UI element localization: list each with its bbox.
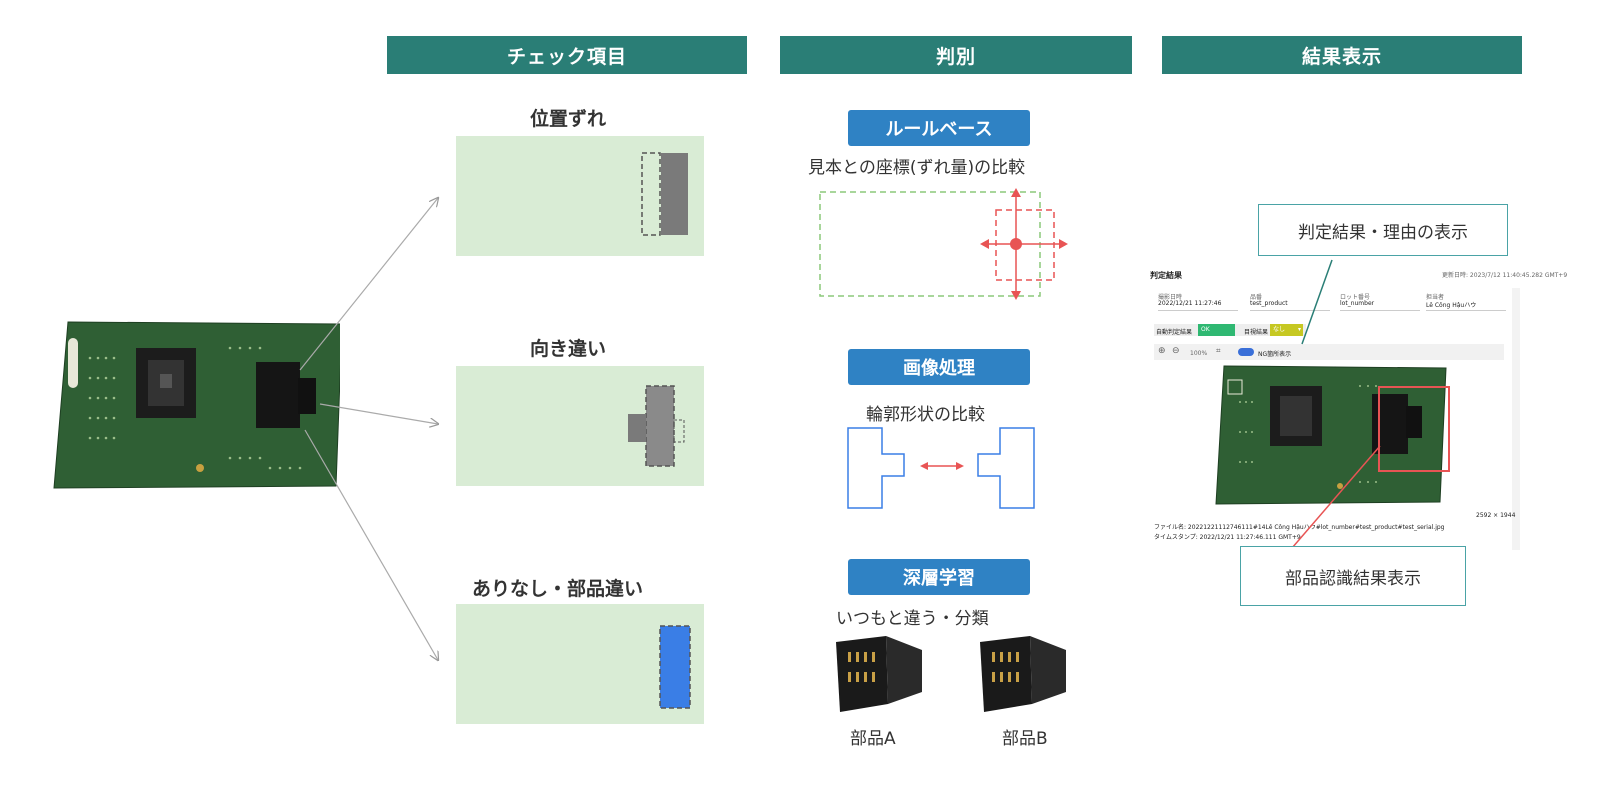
- fit-frame-icon[interactable]: ⌗: [1216, 346, 1221, 355]
- file-name: ファイル名: 20221221112746111#14Lê Công Hậuハウ…: [1154, 524, 1445, 531]
- part-a-image: [836, 636, 922, 712]
- part-b-image: [980, 636, 1066, 712]
- timestamp: タイムスタンプ: 2022/12/21 11:27:46.111 GMT+9: [1154, 534, 1301, 541]
- result-screen-mock: 判定結果 更新日時: 2023/7/12 11:40:45.282 GMT+9 …: [1150, 264, 1567, 550]
- result-updated-time: 更新日時: 2023/7/12 11:40:45.282 GMT+9: [1442, 272, 1568, 279]
- check-item-misalignment-title: 位置ずれ: [530, 108, 607, 130]
- image-processing-badge: 画像処理: [848, 349, 1030, 385]
- field-value-date: 2022/12/21 11:27:46: [1158, 300, 1222, 307]
- scrollbar[interactable]: [1512, 288, 1520, 550]
- arrows-to-check-items: [299, 190, 450, 670]
- header-result: 結果表示: [1162, 36, 1522, 74]
- check-item-presence-title: ありなし・部品違い: [472, 578, 644, 600]
- image-processing-diagram: [847, 427, 1035, 509]
- check-item-orientation-title: 向き違い: [530, 338, 607, 360]
- ng-toggle[interactable]: [1238, 348, 1254, 356]
- field-value-lot: lot_number: [1340, 300, 1375, 307]
- field-label-date: 撮影日時: [1158, 294, 1183, 301]
- field-underline-product: [1250, 310, 1330, 311]
- ng-toggle-label: NG箇所表示: [1258, 351, 1292, 358]
- part-b-label: 部品B: [1002, 729, 1048, 749]
- header-check-items: チェック項目: [387, 36, 747, 74]
- deep-learning-desc: いつもと違う・分類: [836, 609, 989, 629]
- inspection-image: [1215, 365, 1447, 505]
- recognition-callout: 部品認識結果表示: [1240, 546, 1466, 606]
- presence-panel: [456, 604, 704, 724]
- judgement-callout: 判定結果・理由の表示: [1258, 204, 1508, 256]
- pcb-board-image: [53, 321, 340, 489]
- field-label-operator: 担当者: [1426, 294, 1445, 301]
- rule-base-badge: ルールベース: [848, 110, 1030, 146]
- zoom-out-icon[interactable]: ⊖: [1172, 346, 1180, 356]
- visual-judgement-value: なし: [1273, 326, 1286, 333]
- chevron-down-icon: ▾: [1297, 326, 1301, 333]
- field-value-product: test_product: [1250, 300, 1288, 307]
- rule-base-desc: 見本との座標(ずれ量)の比較: [808, 158, 1026, 178]
- image-processing-desc: 輪郭形状の比較: [866, 405, 985, 425]
- visual-judgement-select[interactable]: なし ▾: [1270, 324, 1303, 336]
- deep-learning-badge: 深層学習: [848, 559, 1030, 595]
- orientation-panel: [456, 366, 704, 486]
- misalignment-panel: [456, 136, 704, 256]
- visual-judgement-label: 目視結果: [1244, 329, 1269, 336]
- field-label-lot: ロット番号: [1340, 294, 1371, 301]
- field-underline-operator: [1426, 310, 1506, 311]
- field-underline-lot: [1340, 310, 1420, 311]
- detected-part-box: [1378, 386, 1450, 472]
- image-dimensions: 2592 × 1944: [1476, 512, 1516, 519]
- zoom-level: 100%: [1190, 350, 1208, 357]
- auto-judgement-value: OK: [1198, 324, 1235, 336]
- callout-connectors: [1291, 259, 1381, 549]
- part-a-label: 部品A: [850, 729, 896, 749]
- auto-judgement-label: 自動判定結果: [1156, 329, 1193, 336]
- field-label-product: 品番: [1250, 294, 1263, 301]
- rule-base-diagram: [819, 188, 1068, 300]
- header-judgement: 判別: [780, 36, 1132, 74]
- zoom-in-icon[interactable]: ⊕: [1158, 346, 1166, 356]
- field-value-operator: Lê Công Hậuハウ: [1426, 302, 1477, 309]
- result-screen-title: 判定結果: [1150, 271, 1182, 280]
- field-underline-date: [1158, 310, 1238, 311]
